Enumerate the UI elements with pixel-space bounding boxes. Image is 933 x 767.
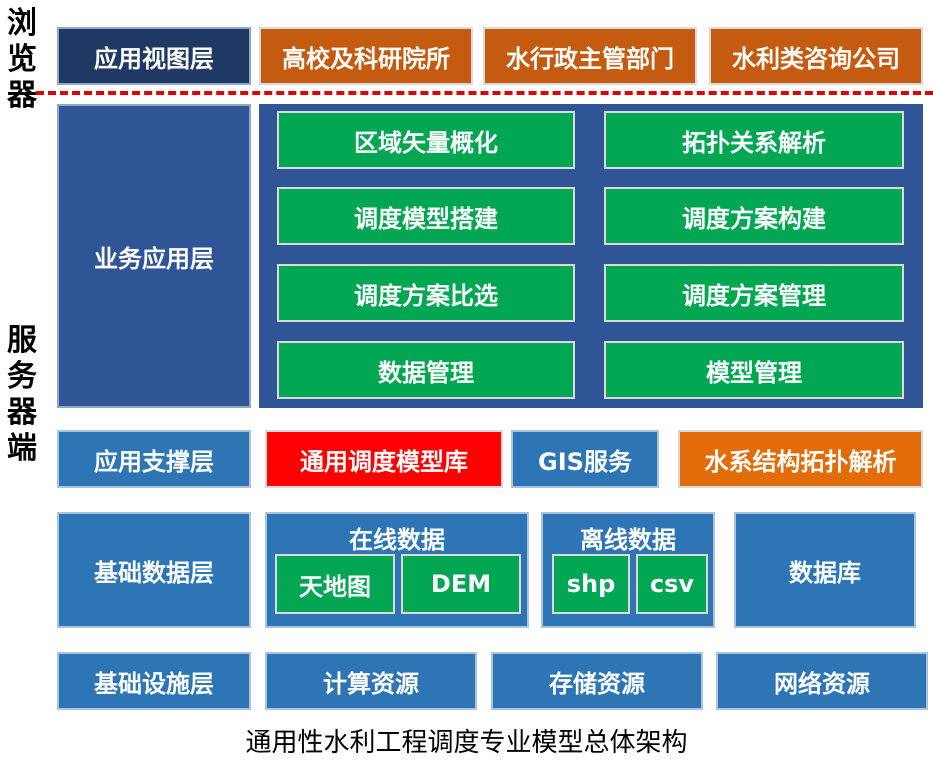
server-label-char: 器 [7, 395, 37, 430]
user-water-authorities: 水行政主管部门 [483, 27, 697, 85]
module-scheme-management: 调度方案管理 [604, 264, 904, 322]
browser-label-char: 浏 [7, 6, 37, 41]
server-side-label: 服 务 器 端 [2, 323, 42, 467]
server-label-char: 服 [7, 323, 37, 358]
browser-side-label: 浏 览 器 [2, 6, 42, 114]
database: 数据库 [734, 512, 916, 628]
user-consulting-firms: 水利类咨询公司 [709, 27, 923, 85]
user-universities: 高校及科研院所 [259, 27, 473, 85]
module-data-management: 数据管理 [277, 341, 575, 399]
server-label-char: 端 [7, 431, 37, 466]
module-region-vector: 区域矢量概化 [277, 111, 575, 169]
module-model-management: 模型管理 [604, 341, 904, 399]
storage-resources: 存储资源 [491, 652, 703, 710]
application-support-layer: 应用支撑层 [57, 430, 251, 488]
figure-caption: 通用性水利工程调度专业模型总体架构 [245, 728, 688, 758]
infrastructure-layer: 基础设施层 [57, 652, 251, 710]
browser-label-char: 器 [7, 78, 37, 113]
offline-shp: shp [552, 554, 630, 614]
browser-server-divider [36, 91, 933, 95]
network-resources: 网络资源 [716, 652, 928, 710]
server-label-char: 务 [7, 359, 37, 394]
module-scheme-comparison: 调度方案比选 [277, 264, 575, 322]
module-scheme-building: 调度方案构建 [604, 187, 904, 245]
basic-data-layer: 基础数据层 [57, 512, 251, 628]
offline-csv: csv [636, 554, 708, 614]
water-system-topology: 水系结构拓扑解析 [678, 430, 923, 488]
browser-label-char: 览 [7, 42, 37, 77]
module-model-building: 调度模型搭建 [277, 187, 575, 245]
application-view-layer: 应用视图层 [57, 27, 251, 85]
computing-resources: 计算资源 [265, 652, 477, 710]
module-topology-analysis: 拓扑关系解析 [604, 111, 904, 169]
online-tianditu: 天地图 [275, 554, 395, 614]
offline-data-title: 离线数据 [580, 526, 676, 554]
general-dispatch-model-library: 通用调度模型库 [265, 430, 503, 488]
business-application-layer: 业务应用层 [57, 104, 251, 408]
online-data-title: 在线数据 [349, 526, 445, 554]
online-dem: DEM [401, 554, 521, 614]
gis-service: GIS服务 [511, 430, 659, 488]
